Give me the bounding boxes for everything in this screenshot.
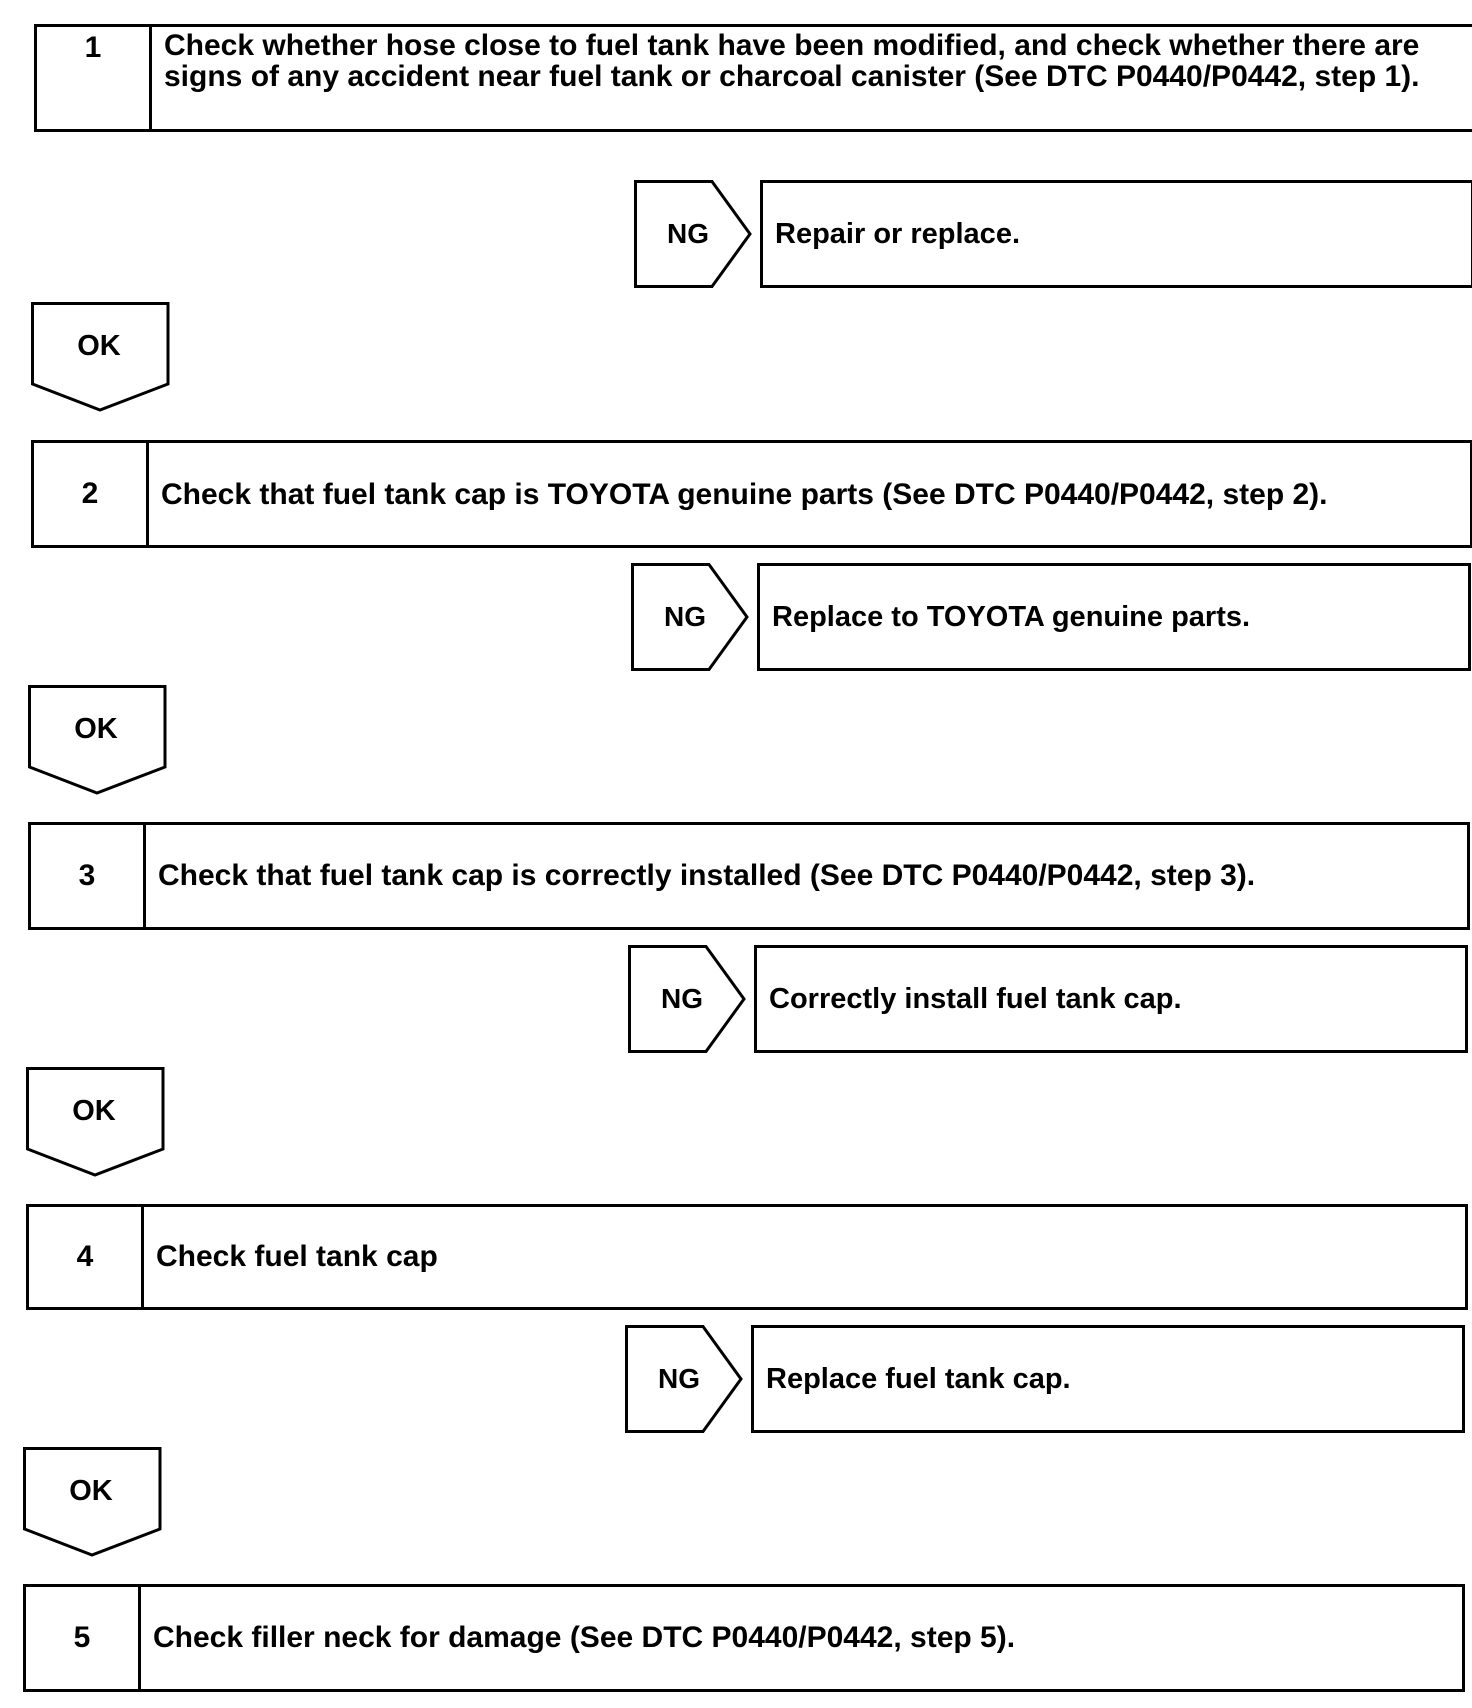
action-box-3: Correctly install fuel tank cap. — [754, 945, 1468, 1053]
step-text: Check filler neck for damage (See DTC P0… — [153, 1621, 1016, 1654]
step-number: 2 — [34, 443, 149, 545]
ok-arrow-shape — [28, 685, 167, 795]
ng-label: NG — [661, 983, 703, 1014]
ok-label: OK — [69, 1475, 113, 1507]
ok-arrow-shape — [26, 1067, 165, 1177]
ok-arrow-shape — [23, 1447, 162, 1557]
ng-tag-3: NG — [628, 945, 748, 1053]
ng-arrow-shape — [631, 563, 749, 671]
step-text: Check that fuel tank cap is TOYOTA genui… — [161, 477, 1328, 511]
ok-label: OK — [72, 1095, 116, 1127]
ng-tag-2: NG — [631, 563, 751, 671]
step-text: Check fuel tank cap — [156, 1240, 438, 1273]
step-box-4: 4 Check fuel tank cap — [26, 1204, 1468, 1310]
ok-label: OK — [74, 713, 118, 745]
ok-tag-4: OK — [23, 1447, 163, 1557]
action-box-4: Replace fuel tank cap. — [751, 1325, 1465, 1433]
step-number: 5 — [26, 1587, 141, 1689]
ng-tag-4: NG — [625, 1325, 745, 1433]
ng-arrow-shape — [628, 945, 746, 1053]
ng-label: NG — [664, 601, 706, 632]
step-number: 3 — [31, 825, 146, 927]
step-box-5: 5 Check filler neck for damage (See DTC … — [23, 1584, 1465, 1692]
action-box-1: Repair or replace. — [760, 180, 1472, 288]
step-number: 1 — [37, 27, 152, 129]
ok-tag-3: OK — [26, 1067, 166, 1177]
ng-label: NG — [658, 1363, 700, 1394]
ng-label: NG — [667, 218, 709, 249]
step-number: 4 — [29, 1207, 144, 1307]
ok-label: OK — [77, 330, 121, 362]
ng-tag-1: NG — [634, 180, 754, 288]
action-box-2: Replace to TOYOTA genuine parts. — [757, 563, 1471, 671]
step-text: Check that fuel tank cap is correctly in… — [158, 859, 1256, 892]
step-box-2: 2 Check that fuel tank cap is TOYOTA gen… — [31, 440, 1472, 548]
ok-tag-2: OK — [28, 685, 168, 795]
ok-arrow-shape — [31, 302, 170, 412]
step-box-3: 3 Check that fuel tank cap is correctly … — [28, 822, 1470, 930]
step-text: Check whether hose close to fuel tank ha… — [164, 29, 1420, 93]
ng-arrow-shape — [634, 180, 752, 288]
ok-tag-1: OK — [31, 302, 171, 412]
ng-arrow-shape — [625, 1325, 743, 1433]
step-box-1: 1 Check whether hose close to fuel tank … — [34, 24, 1472, 132]
